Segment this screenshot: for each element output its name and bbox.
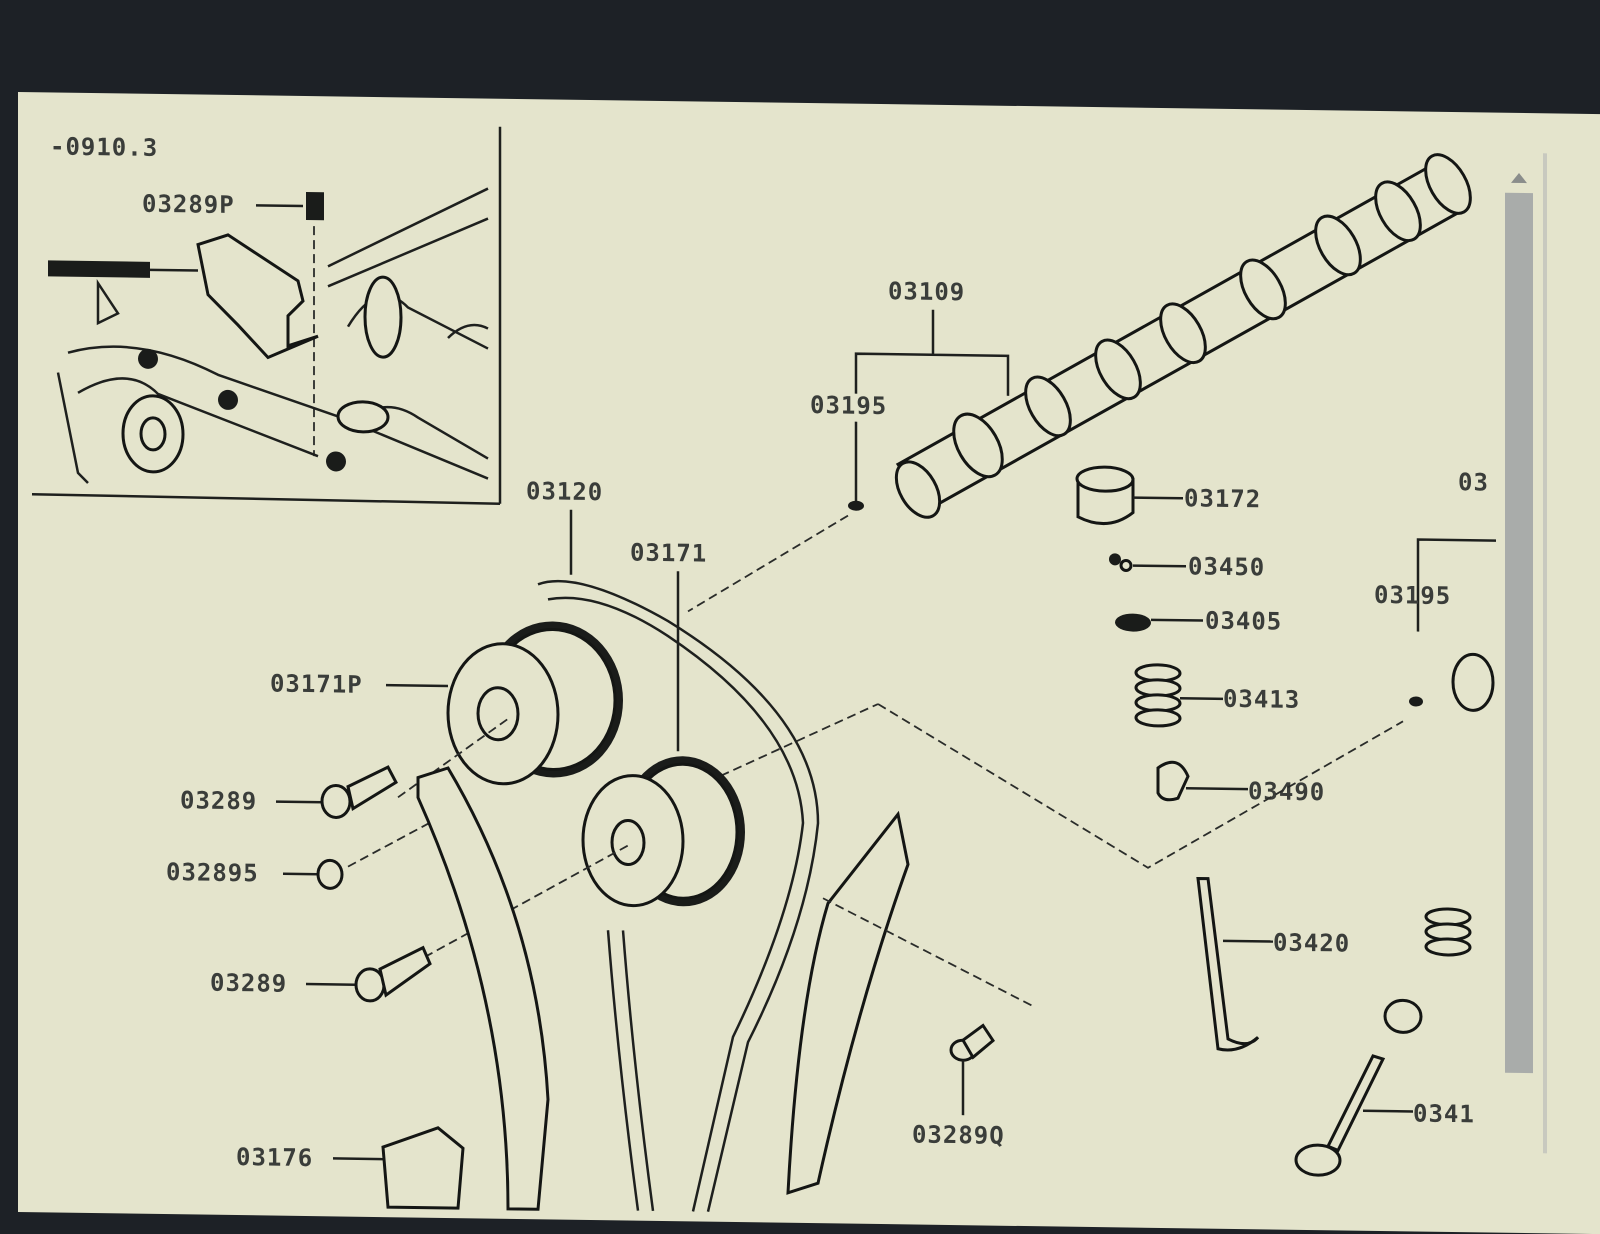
label-03289-top[interactable]: 03289: [180, 786, 257, 815]
label-03109[interactable]: 03109: [888, 277, 965, 306]
washer-icon: [318, 860, 342, 888]
bolt-icon: [322, 766, 396, 818]
chain-guide-right: [788, 813, 908, 1195]
sprocket-03120: [448, 620, 623, 785]
inset-date-code: -0910.3: [50, 132, 158, 162]
plug-icon: [951, 1025, 993, 1061]
bolt-icon: [356, 947, 430, 1002]
label-0341[interactable]: 0341: [1413, 1099, 1475, 1128]
label-03171P[interactable]: 03171P: [270, 670, 363, 699]
label-03289-bottom[interactable]: 03289: [210, 969, 287, 998]
label-03413[interactable]: 03413: [1223, 685, 1300, 714]
label-03420[interactable]: 03420: [1273, 929, 1350, 958]
sprocket-03171: [583, 755, 745, 907]
parts-diagram: -0910.3 03289P 03109 03195: [18, 92, 1600, 1234]
right-pane-divider: [1543, 153, 1547, 1153]
label-03176[interactable]: 03176: [236, 1143, 313, 1172]
valve-train-parts: 03172 03450 03405 03413 03490 03420 0341: [1077, 467, 1475, 1178]
label-03405[interactable]: 03405: [1205, 607, 1282, 636]
label-03195-left[interactable]: 03195: [810, 391, 887, 420]
label-03289P[interactable]: 03289P: [142, 190, 235, 219]
up-arrow-icon[interactable]: [1511, 173, 1527, 183]
inset-detail: -0910.3 03289P: [32, 120, 500, 504]
camshaft-part: [887, 139, 1479, 532]
tensioner-part: [383, 1127, 463, 1208]
label-032895[interactable]: 032895: [166, 858, 259, 887]
label-03195-right[interactable]: 03195: [1374, 581, 1451, 610]
redacted-label: [48, 260, 150, 277]
bolt-icon: [306, 192, 324, 220]
scrollbar[interactable]: [1505, 193, 1533, 1073]
label-03289Q[interactable]: 03289Q: [912, 1120, 1005, 1149]
label-03490[interactable]: 03490: [1248, 777, 1325, 806]
label-03172[interactable]: 03172: [1184, 484, 1261, 513]
pin-icon: [848, 501, 864, 511]
label-03450[interactable]: 03450: [1188, 552, 1265, 581]
label-03120[interactable]: 03120: [526, 477, 603, 506]
label-03-cut[interactable]: 03: [1458, 468, 1489, 496]
bracket-part: [198, 235, 318, 359]
label-03171[interactable]: 03171: [630, 539, 707, 568]
parts-diagram-screen: -0910.3 03289P 03109 03195: [18, 92, 1600, 1234]
